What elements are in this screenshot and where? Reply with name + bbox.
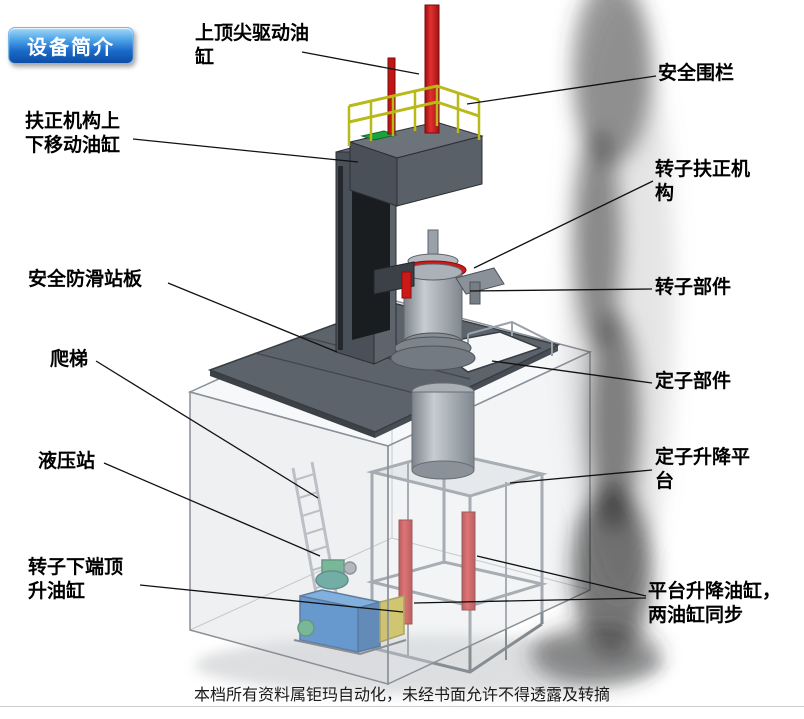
confidentiality-footer: 本档所有资料属钜玛自动化，未经书面允许不得透露及转摘	[193, 687, 610, 704]
label-rotor-component: 转子部件	[655, 277, 732, 298]
title-badge: 设备简介	[8, 27, 134, 64]
safety-fence-railing	[347, 84, 481, 146]
label-platform-cylinders: 平台升降油缸， 两油缸同步	[648, 581, 782, 626]
label-rotor-jack-cylinder: 转子下端顶 升油缸	[28, 557, 124, 602]
stator-assembly	[411, 320, 553, 480]
label-centering-lift-cylinder: 扶正机构上 下移动油缸	[25, 111, 121, 156]
rotor-centering-arm	[373, 261, 505, 305]
label-top-spindle-cylinder: 上顶尖驱动油 缸	[195, 23, 310, 68]
label-hydraulic-station: 液压站	[38, 451, 96, 472]
rotor-assembly	[390, 229, 476, 371]
label-ladder: 爬梯	[50, 349, 89, 370]
head-box	[348, 121, 484, 207]
label-safety-fence: 安全围栏	[658, 63, 735, 84]
label-stator-component: 定子部件	[655, 371, 732, 392]
label-stator-lift-platform: 定子升降平 台	[655, 447, 751, 492]
bottom-divider	[0, 706, 804, 707]
label-rotor-centering: 转子扶正机 构	[655, 159, 751, 204]
smoke-shadow	[531, 0, 675, 685]
leader-lines	[95, 51, 657, 613]
label-anti-slip-platform: 安全防滑站板	[28, 269, 143, 290]
hydraulic-station-unit	[293, 559, 407, 656]
